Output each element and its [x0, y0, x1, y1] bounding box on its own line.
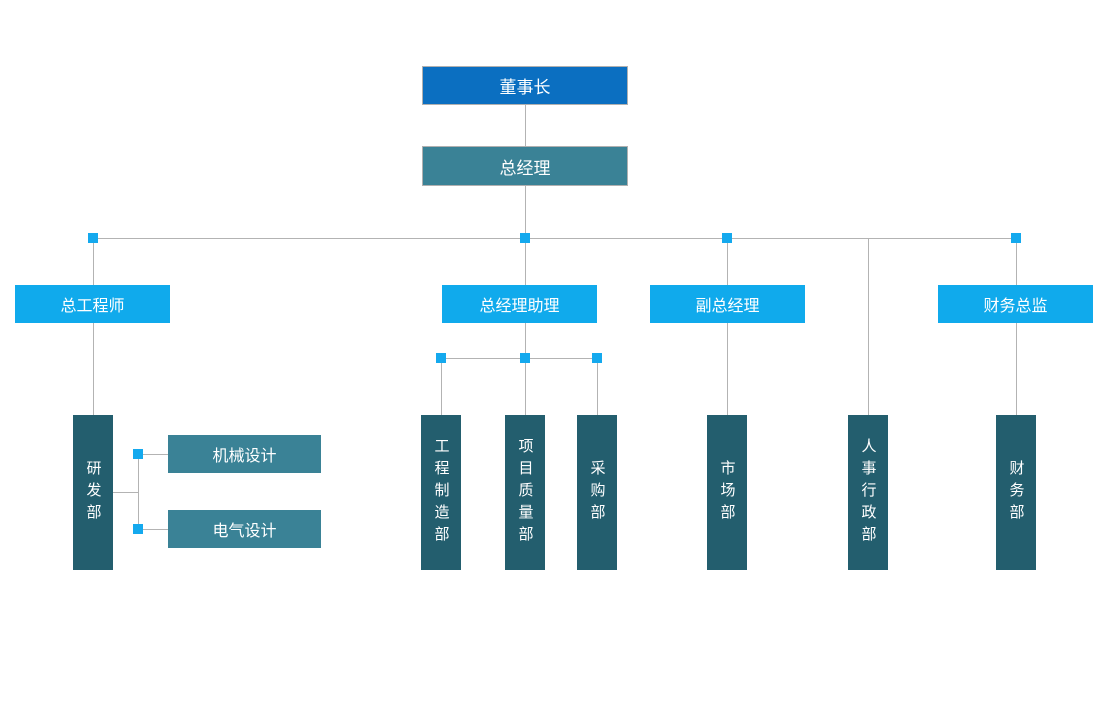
connector-line — [727, 323, 728, 415]
node-label: 项目质量部 — [516, 437, 534, 548]
connector-line — [138, 454, 168, 455]
connector-line — [525, 358, 526, 415]
node-deputy-gm: 副总经理 — [650, 285, 805, 323]
node-electrical-design: 电气设计 — [168, 510, 321, 548]
node-rd-dept: 研发部 — [73, 415, 113, 570]
connector-line — [868, 238, 869, 415]
connector-node — [520, 233, 530, 243]
connector-node — [520, 353, 530, 363]
node-chief-engineer: 总工程师 — [15, 285, 170, 323]
node-label: 总工程师 — [60, 298, 125, 315]
node-label: 财务总监 — [983, 298, 1048, 315]
connector-line — [441, 358, 442, 415]
connector-line — [1016, 238, 1017, 285]
node-label: 工程制造部 — [432, 437, 450, 548]
node-label: 采购部 — [588, 459, 606, 526]
node-general-manager: 总经理 — [422, 146, 628, 186]
connector-line — [441, 358, 597, 359]
node-finance-director: 财务总监 — [938, 285, 1093, 323]
connector-node — [722, 233, 732, 243]
node-gm-assistant: 总经理助理 — [442, 285, 597, 323]
node-label: 副总经理 — [695, 298, 760, 315]
connector-line — [727, 238, 728, 285]
node-label: 人事行政部 — [859, 437, 877, 548]
connector-line — [138, 454, 139, 529]
node-chairman: 董事长 — [422, 66, 628, 105]
connector-line — [93, 238, 1016, 239]
node-label: 市场部 — [718, 459, 736, 526]
connector-line — [1016, 323, 1017, 415]
connector-node — [436, 353, 446, 363]
node-label: 总经理助理 — [479, 298, 560, 315]
node-label: 电气设计 — [212, 523, 277, 540]
connector-node — [133, 524, 143, 534]
node-marketing: 市场部 — [707, 415, 747, 570]
node-label: 总经理 — [499, 158, 551, 178]
node-mechanical-design: 机械设计 — [168, 435, 321, 473]
connector-line — [93, 238, 94, 285]
node-label: 财务部 — [1007, 459, 1025, 526]
node-label: 机械设计 — [212, 448, 277, 465]
connector-node — [1011, 233, 1021, 243]
connector-node — [133, 449, 143, 459]
node-finance-dept: 财务部 — [996, 415, 1036, 570]
connector-line — [93, 323, 94, 415]
connector-node — [88, 233, 98, 243]
node-label: 董事长 — [499, 78, 551, 97]
node-label: 研发部 — [84, 459, 102, 526]
connector-line — [138, 529, 168, 530]
connector-node — [592, 353, 602, 363]
connector-line — [525, 105, 526, 146]
connector-line — [525, 323, 526, 358]
node-procurement: 采购部 — [577, 415, 617, 570]
node-hr-admin: 人事行政部 — [848, 415, 888, 570]
node-engineering-manufacturing: 工程制造部 — [421, 415, 461, 570]
connector-line — [597, 358, 598, 415]
connector-line — [113, 492, 138, 493]
node-project-quality: 项目质量部 — [505, 415, 545, 570]
